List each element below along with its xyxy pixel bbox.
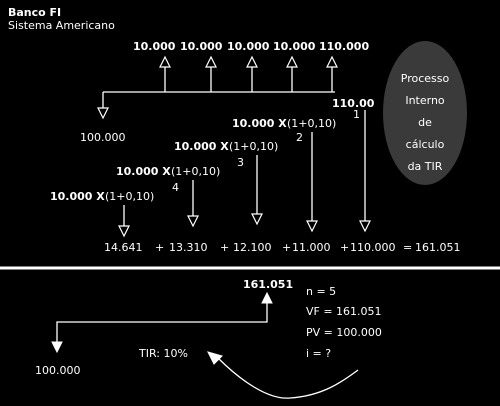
formula-2-exponent: 2 bbox=[296, 131, 303, 144]
discount-arrows bbox=[118, 110, 371, 238]
inflow-label-4: 10.000 bbox=[273, 40, 316, 53]
tir-process-ellipse bbox=[383, 41, 467, 185]
ellipse-line-3: de bbox=[418, 116, 432, 129]
formula-3-base: 10.000 X bbox=[116, 165, 171, 178]
param-n: n = 5 bbox=[306, 285, 336, 298]
formula-2-base: 10.000 X bbox=[174, 140, 229, 153]
inflow-label-5: 110.000 bbox=[319, 40, 369, 53]
last-inflow-label: 110.00 bbox=[332, 97, 375, 110]
sum-term-4: 11.000 bbox=[292, 241, 331, 254]
inflow-label-2: 10.000 bbox=[180, 40, 223, 53]
ellipse-line-1: Processo bbox=[401, 72, 450, 85]
sum-plus-4: + bbox=[340, 241, 349, 254]
formula-3-exponent: 3 bbox=[237, 156, 244, 169]
formula-4-paren: (1+0,10) bbox=[105, 190, 154, 203]
diagram-subtitle: Sistema Americano bbox=[8, 19, 115, 32]
discount-arrowhead-2 bbox=[187, 215, 199, 228]
formula-3-paren: (1+0,10) bbox=[171, 165, 220, 178]
bottom-inflow-label: 161.051 bbox=[243, 278, 293, 291]
sum-term-2: 13.310 bbox=[169, 241, 208, 254]
sum-plus-3: + bbox=[282, 241, 291, 254]
param-vf: VF = 161.051 bbox=[306, 305, 382, 318]
discount-arrowhead-5 bbox=[359, 220, 371, 233]
diagram-title: Banco FI bbox=[8, 6, 61, 19]
sum-term-3: 12.100 bbox=[233, 241, 272, 254]
discount-arrowhead-4 bbox=[306, 220, 318, 233]
outflow-arrowhead bbox=[97, 107, 109, 120]
sum-plus-1: + bbox=[155, 241, 164, 254]
bottom-outflow-arrowhead bbox=[51, 341, 63, 354]
sum-term-5: 110.000 bbox=[350, 241, 396, 254]
tir-pointer-curve bbox=[217, 357, 359, 399]
formula-1-exponent: 1 bbox=[353, 108, 360, 121]
sum-term-1: 14.641 bbox=[104, 241, 143, 254]
discount-arrowhead-1 bbox=[118, 225, 130, 238]
sum-equals: = bbox=[403, 241, 412, 254]
outflow-label: 100.000 bbox=[80, 131, 126, 144]
inflow-arrowhead-1 bbox=[159, 55, 171, 68]
discount-arrowhead-3 bbox=[251, 213, 263, 226]
param-i: i = ? bbox=[306, 347, 331, 360]
sum-total: 161.051 bbox=[415, 241, 461, 254]
formula-3: 10.000 X (1+0,10) 3 bbox=[116, 156, 244, 178]
inflow-arrows bbox=[159, 55, 338, 92]
inflow-arrowhead-2 bbox=[205, 55, 217, 68]
inflow-arrowhead-4 bbox=[286, 55, 298, 68]
param-pv: PV = 100.000 bbox=[306, 326, 382, 339]
sum-line: 14.641 + 13.310 + 12.100 + 11.000 + 110.… bbox=[104, 241, 461, 254]
bottom-inflow-arrowhead bbox=[261, 291, 273, 304]
sum-plus-2: + bbox=[220, 241, 229, 254]
ellipse-line-5: da TIR bbox=[408, 160, 443, 173]
inflow-label-1: 10.000 bbox=[133, 40, 176, 53]
formula-1-paren: (1+0,10) bbox=[287, 117, 336, 130]
tir-pointer-arrowhead bbox=[207, 351, 223, 365]
bottom-timeline bbox=[56, 303, 268, 342]
ellipse-line-2: Interno bbox=[405, 94, 445, 107]
formula-1-base: 10.000 X bbox=[232, 117, 287, 130]
formula-2-paren: (1+0,10) bbox=[229, 140, 278, 153]
ellipse-line-4: cálculo bbox=[406, 138, 445, 151]
bottom-outflow-label: 100.000 bbox=[35, 364, 81, 377]
inflow-label-3: 10.000 bbox=[227, 40, 270, 53]
inflow-arrowhead-5 bbox=[326, 55, 338, 68]
inflow-arrowhead-3 bbox=[246, 55, 258, 68]
formula-1: 10.000 X (1+0,10) 1 bbox=[232, 108, 360, 130]
tir-label: TIR: 10% bbox=[138, 347, 188, 360]
formula-2: 10.000 X (1+0,10) 2 bbox=[174, 131, 303, 153]
formula-4-exponent: 4 bbox=[172, 181, 179, 194]
formula-4-base: 10.000 X bbox=[50, 190, 105, 203]
formula-4: 10.000 X (1+0,10) 4 bbox=[50, 181, 179, 203]
